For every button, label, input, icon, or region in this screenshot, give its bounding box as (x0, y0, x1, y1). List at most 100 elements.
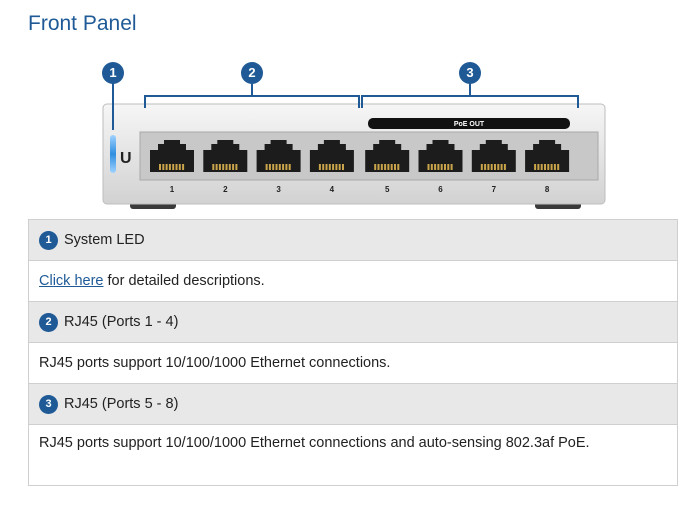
section-header-rj45-1-4: 2 RJ45 (Ports 1 - 4) (29, 302, 677, 343)
front-panel-table: 1 System LED Click here for detailed des… (28, 219, 678, 486)
port-pin (450, 164, 453, 170)
port-pin (557, 164, 560, 170)
port-pin (172, 164, 175, 170)
section-title: RJ45 (Ports 1 - 4) (64, 314, 179, 330)
port-pin (278, 164, 281, 170)
port-pin (175, 164, 178, 170)
port-pin (232, 164, 235, 170)
port-pin (427, 164, 430, 170)
port-pin (222, 164, 225, 170)
port-pin (318, 164, 321, 170)
port-pin (534, 164, 537, 170)
port-number-label: 6 (438, 185, 443, 194)
port-pin (268, 164, 271, 170)
port-pin (282, 164, 285, 170)
port-pin (225, 164, 228, 170)
port-pin (553, 164, 556, 170)
rj45-port-5: 5 (365, 140, 410, 194)
port-pin (335, 164, 338, 170)
section-number-badge: 1 (39, 230, 58, 250)
port-pin (540, 164, 543, 170)
port-pin (503, 164, 506, 170)
section-title: RJ45 (Ports 5 - 8) (64, 396, 179, 412)
port-pin (182, 164, 185, 170)
rj45-port-7: 7 (471, 140, 516, 194)
port-pin (374, 164, 377, 170)
port-pin (494, 164, 496, 170)
port-pin (377, 164, 380, 170)
port-pin (322, 164, 325, 170)
port-pin (484, 164, 487, 170)
section-description: RJ45 ports support 10/100/1000 Ethernet … (39, 435, 590, 451)
port-pin (288, 164, 291, 170)
port-pin (285, 164, 288, 170)
section-number-badge: 2 (39, 312, 58, 332)
port-pin (212, 164, 215, 170)
port-pin (497, 164, 500, 170)
section-body-rj45-5-8: RJ45 ports support 10/100/1000 Ethernet … (29, 425, 677, 486)
port-pin (162, 164, 165, 170)
rj45-port-1: 1 (150, 140, 194, 194)
port-pin (328, 164, 331, 170)
port-pin (165, 164, 168, 170)
port-pin (380, 164, 383, 170)
rj45-port-6: 6 (418, 140, 463, 194)
port-number-label: 2 (223, 185, 228, 194)
port-pin (168, 164, 171, 170)
port-pin (500, 164, 503, 170)
port-pin (437, 164, 440, 170)
port-pin (384, 164, 387, 170)
port-pin (480, 164, 483, 170)
port-pin (338, 164, 341, 170)
system-led (110, 135, 116, 173)
port-pin (215, 164, 218, 170)
port-pin (235, 164, 238, 170)
port-pin (332, 164, 335, 170)
rj45-port-2: 2 (203, 140, 248, 194)
section-description: for detailed descriptions. (103, 273, 265, 289)
callout-1: 1 (102, 62, 124, 84)
ubiquiti-logo: U (120, 150, 132, 167)
section-number-badge: 3 (39, 394, 58, 414)
rj45-port-4: 4 (309, 140, 354, 194)
port-pin (178, 164, 181, 170)
section-title: System LED (64, 232, 145, 248)
callout-2: 2 (241, 62, 263, 84)
poe-out-bar (368, 118, 570, 129)
port-pin (430, 164, 433, 170)
port-pin (447, 164, 450, 170)
port-pin (397, 164, 400, 170)
port-pin (544, 164, 546, 170)
port-pin (440, 164, 443, 170)
rj45-port-8: 8 (525, 140, 570, 194)
port-pin (444, 164, 446, 170)
port-pin (342, 164, 344, 170)
port-pin (390, 164, 393, 170)
details-link[interactable]: Click here (39, 273, 104, 289)
callout-3: 3 (459, 62, 481, 84)
port-pin (272, 164, 275, 170)
section-header-system-led: 1 System LED (29, 220, 677, 261)
port-number-label: 1 (170, 185, 175, 194)
port-pin (537, 164, 540, 170)
port-number-label: 4 (330, 185, 335, 194)
port-pin (394, 164, 396, 170)
port-number-label: 3 (276, 185, 281, 194)
port-pin (387, 164, 390, 170)
port-pin (547, 164, 550, 170)
port-pin (275, 164, 278, 170)
port-pin (265, 164, 268, 170)
port-pin (228, 164, 231, 170)
poe-out-label: PoE OUT (454, 121, 485, 128)
port-pin (218, 164, 221, 170)
port-pin (487, 164, 490, 170)
section-description: RJ45 ports support 10/100/1000 Ethernet … (39, 355, 391, 371)
port-pin (434, 164, 437, 170)
rj45-port-3: 3 (256, 140, 301, 194)
section-header-rj45-5-8: 3 RJ45 (Ports 5 - 8) (29, 384, 677, 425)
page-title: Front Panel (28, 12, 137, 35)
section-body-rj45-1-4: RJ45 ports support 10/100/1000 Ethernet … (29, 343, 677, 384)
